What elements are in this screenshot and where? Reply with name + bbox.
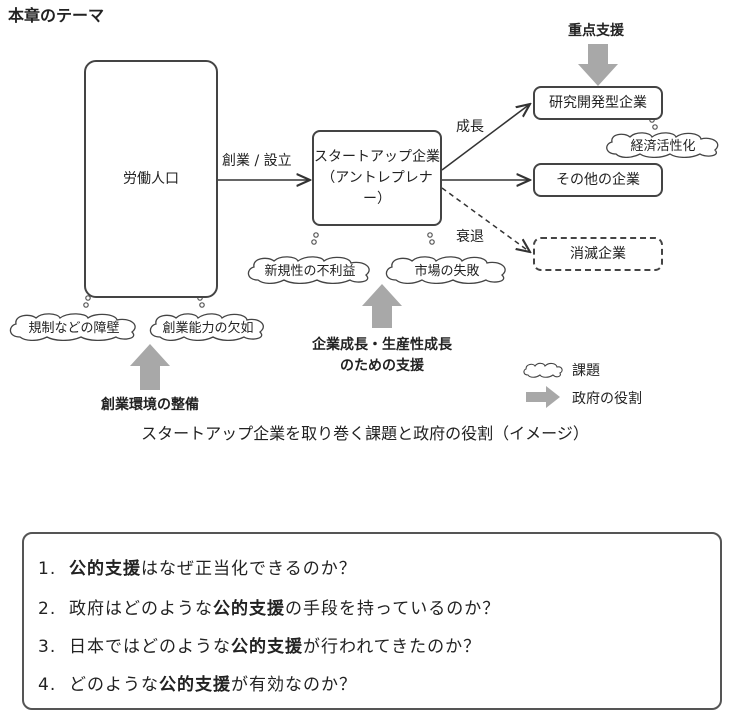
support-arrow-mid — [362, 284, 402, 328]
cloud-regulation-label: 規制などの障壁 — [28, 320, 120, 336]
cloud-regulation: 規制などの障壁 — [6, 311, 142, 341]
cloud-skill-label: 創業能力の欠如 — [162, 320, 254, 336]
other-node: その他の企業 — [533, 163, 663, 197]
support-mid-label-1: 企業成長・生産性成長 — [312, 337, 452, 353]
extinct-label: 消滅企業 — [570, 245, 626, 262]
cloud-market: 市場の失敗 — [382, 254, 512, 284]
cloud-newness: 新規性の不利益 — [244, 254, 376, 284]
support-arrow-left — [130, 344, 170, 390]
legend-gov-label: 政府の役割 — [572, 391, 642, 407]
questions-box: 1. 公的支援はなぜ正当化できるのか？ 2. 政府はどのような公的支援の手段を持… — [22, 532, 722, 710]
research-node: 研究開発型企業 — [533, 86, 663, 120]
support-left-label: 創業環境の整備 — [101, 397, 199, 413]
labor-label: 労働人口 — [123, 170, 179, 187]
question-4: 4. どのような公的支援が有効なのか？ — [38, 675, 358, 695]
question-1: 1. 公的支援はなぜ正当化できるのか？ — [38, 559, 357, 579]
support-mid-label-2: のための支援 — [340, 358, 424, 374]
diagram-connectors — [83, 44, 658, 408]
startup-label-1: スタートアップ企業 — [314, 148, 440, 165]
extinct-node: 消滅企業 — [533, 237, 663, 271]
edge-label-decline: 衰退 — [456, 229, 484, 245]
other-label: その他の企業 — [556, 171, 640, 188]
cloud-skill: 創業能力の欠如 — [146, 311, 270, 341]
page-title: 本章のテーマ — [8, 6, 105, 25]
arrow-growth — [441, 104, 530, 171]
question-2: 2. 政府はどのような公的支援の手段を持っているのか？ — [38, 599, 501, 619]
cloud-market-label: 市場の失敗 — [414, 263, 480, 279]
research-label: 研究開発型企業 — [549, 94, 647, 111]
support-top-label: 重点支援 — [568, 23, 624, 39]
cloud-economy: 経済活性化 — [602, 130, 724, 158]
question-3: 3. 日本ではどのような公的支援が行われてきたのか？ — [38, 637, 482, 657]
support-arrow-top — [578, 44, 618, 86]
edge-label-found: 創業 / 設立 — [222, 153, 292, 169]
startup-node: スタートアップ企業 （アントレプレナー） — [312, 130, 442, 226]
labor-node: 労働人口 — [84, 60, 218, 298]
edge-label-growth: 成長 — [456, 119, 484, 135]
cloud-economy-label: 経済活性化 — [630, 138, 696, 154]
legend-arrow-icon — [526, 386, 560, 408]
legend-issue-label: 課題 — [572, 363, 600, 379]
startup-label-2: （アントレプレナー） — [321, 169, 433, 207]
cloud-newness-label: 新規性の不利益 — [264, 263, 356, 279]
arrow-decline — [441, 187, 530, 252]
legend-cloud-icon — [522, 362, 564, 378]
diagram-caption: スタートアップ企業を取り巻く課題と政府の役割（イメージ） — [141, 424, 589, 443]
